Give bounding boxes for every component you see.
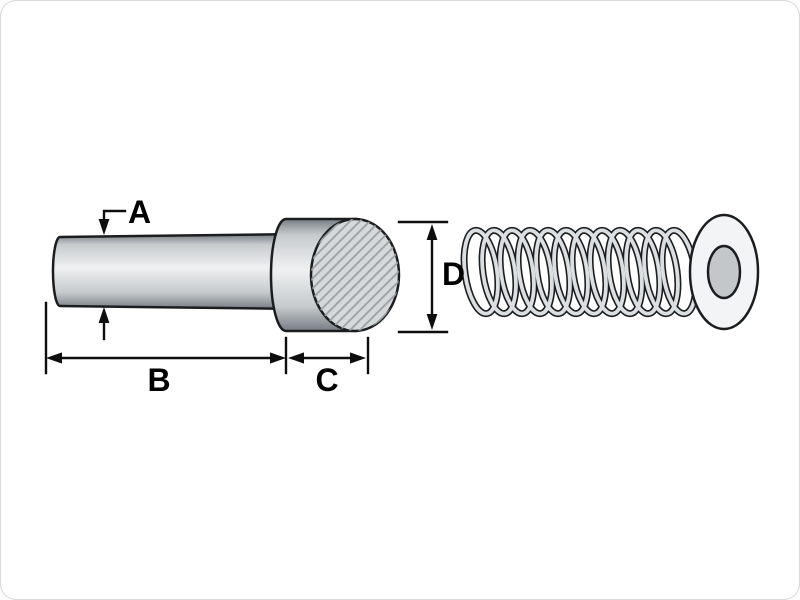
arrow-b-right — [270, 352, 286, 364]
spring-coil-cores — [457, 226, 703, 318]
label-d: D — [442, 256, 465, 292]
label-b: B — [147, 362, 170, 398]
dimension-arrows — [46, 219, 438, 364]
arrow-a-down — [98, 219, 110, 235]
pin-head-face-hatch — [311, 219, 399, 331]
arrow-b-left — [46, 352, 62, 364]
arrow-d-up — [426, 224, 438, 240]
label-c: C — [315, 362, 338, 398]
dimension-lines — [44, 209, 449, 375]
arrow-d-down — [426, 314, 438, 330]
arrow-a-up — [98, 307, 110, 323]
arrow-c-left — [288, 352, 304, 364]
pin-shaft — [51, 232, 303, 311]
dim-a-leader — [102, 209, 127, 223]
dimension-labels: A B C D — [128, 194, 465, 398]
arrow-c-right — [350, 352, 366, 364]
washer-hole — [706, 244, 742, 300]
label-a: A — [128, 194, 151, 230]
